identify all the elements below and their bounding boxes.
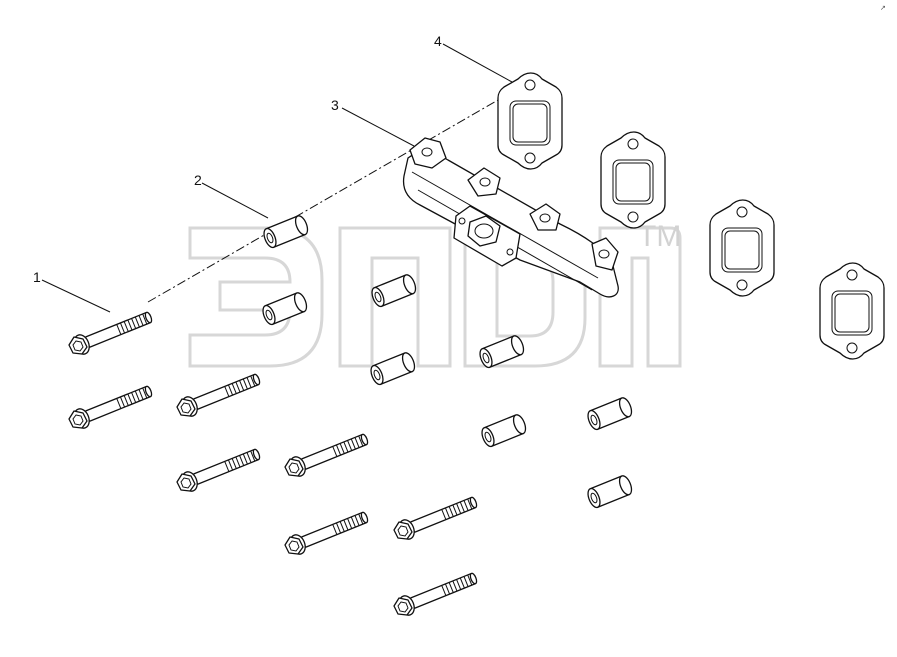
- callout-2: 2: [194, 172, 202, 188]
- flange-bolt-part: [176, 443, 264, 495]
- leader-line-4: [442, 43, 513, 83]
- trademark-text: TM: [638, 220, 681, 253]
- flange-bolt-part: [393, 567, 481, 619]
- spacer-part: [368, 272, 419, 309]
- spacer-part: [260, 213, 311, 250]
- flange-bolt-part: [393, 491, 481, 543]
- spacer-part: [478, 412, 529, 449]
- leader-line-2: [201, 182, 269, 219]
- flange-bolt-part: [284, 506, 372, 558]
- gasket-part: [819, 262, 885, 360]
- gasket-part: [709, 199, 775, 297]
- spacer-part: [584, 473, 635, 510]
- leader-line-1: [41, 279, 111, 313]
- corner-mark: ↗: [880, 5, 886, 12]
- flange-bolt-part: [284, 428, 372, 480]
- callout-4: 4: [434, 33, 442, 49]
- flange-bolt-part: [68, 306, 156, 358]
- gasket-part: [600, 131, 666, 229]
- alignment-line: [147, 95, 506, 303]
- spacer-part: [584, 395, 635, 432]
- flange-bolt-part: [176, 368, 264, 420]
- callout-3: 3: [331, 97, 339, 113]
- flange-bolt-part: [68, 380, 156, 432]
- gasket-part: [497, 72, 563, 170]
- spacer-part: [259, 290, 310, 327]
- callout-1: 1: [33, 269, 41, 285]
- spacer-part: [476, 333, 527, 370]
- spacer-part: [367, 350, 418, 387]
- leader-line-3: [341, 107, 415, 147]
- exhaust-manifold: [402, 137, 619, 298]
